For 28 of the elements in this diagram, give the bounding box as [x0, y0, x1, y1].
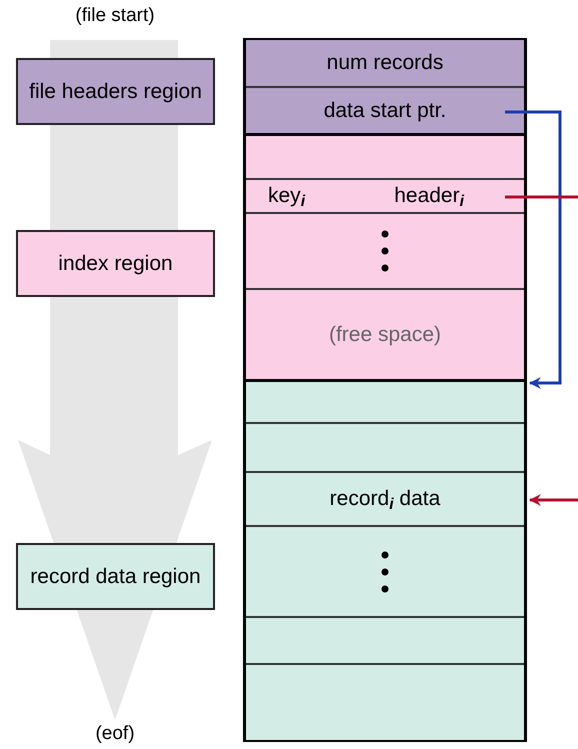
node-text: record data region — [30, 564, 201, 590]
table-row — [246, 473, 524, 527]
table-row — [246, 40, 524, 88]
node-text: num records — [326, 50, 444, 76]
table-row — [246, 618, 524, 665]
pointer-arrow — [529, 494, 578, 506]
node-text: data start ptr. — [324, 98, 446, 124]
node-text: header$_{i}$ — [394, 183, 464, 209]
label-text: (file start) — [74, 6, 156, 25]
table-row — [246, 214, 524, 290]
table-row — [246, 290, 524, 382]
label-text: (eof) — [94, 724, 136, 743]
node-text: (free space) — [328, 322, 442, 348]
node-text: file headers region — [29, 78, 202, 104]
table-row — [246, 88, 524, 136]
table-row — [246, 180, 524, 214]
node-text: record$_{i}$ data — [330, 486, 440, 512]
region-box — [16, 230, 215, 297]
region-box — [16, 58, 215, 125]
node-text: key$_{i}$ — [268, 183, 306, 209]
table-row — [246, 136, 524, 180]
region-box — [16, 543, 215, 610]
table-row — [246, 424, 524, 473]
node-text: index region — [58, 250, 173, 276]
table-row — [246, 527, 524, 618]
table-row — [246, 665, 524, 740]
pointer-arrow — [505, 110, 562, 389]
table-row — [246, 382, 524, 424]
